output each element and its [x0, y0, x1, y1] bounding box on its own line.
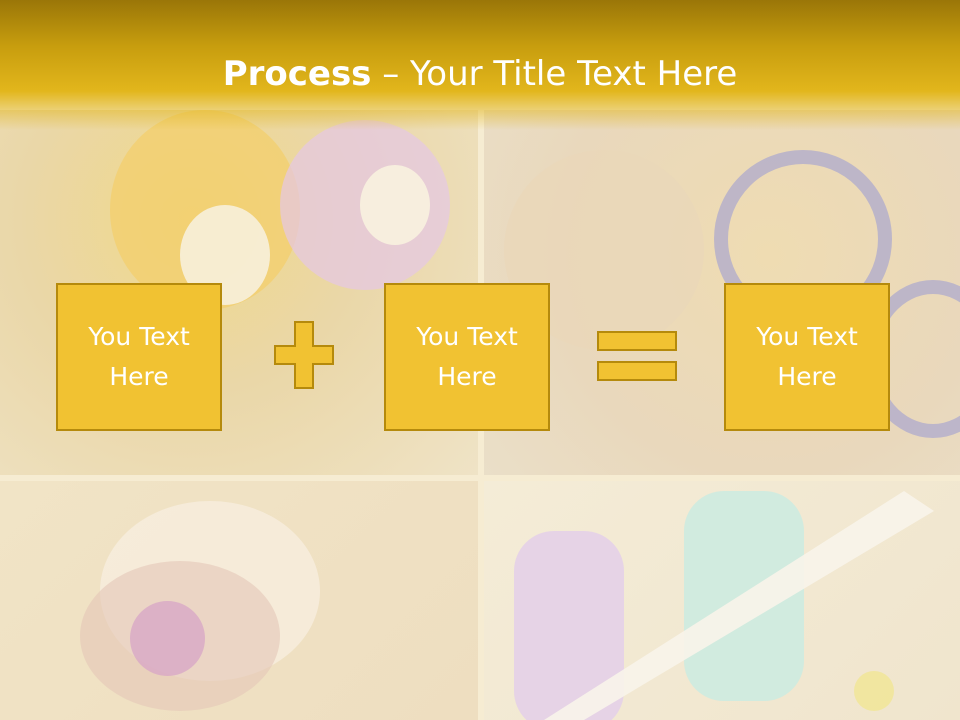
text-box-2[interactable]: You Text Here: [384, 283, 550, 431]
title-bar: [0, 0, 960, 130]
title-bold: Process: [222, 54, 372, 94]
equals-icon: [597, 331, 677, 381]
text-box-1-label: You Text Here: [88, 322, 190, 391]
flower-button-photo: [0, 481, 478, 720]
text-box-1[interactable]: You Text Here: [56, 283, 222, 431]
title-rest: – Your Title Text Here: [371, 54, 738, 94]
text-box-3-label: You Text Here: [756, 322, 858, 391]
text-box-3[interactable]: You Text Here: [724, 283, 890, 431]
plus-icon: [274, 321, 334, 389]
measuring-tape: [544, 491, 934, 720]
page-title[interactable]: Process – Your Title Text Here: [0, 52, 960, 96]
text-box-2-label: You Text Here: [416, 322, 518, 391]
